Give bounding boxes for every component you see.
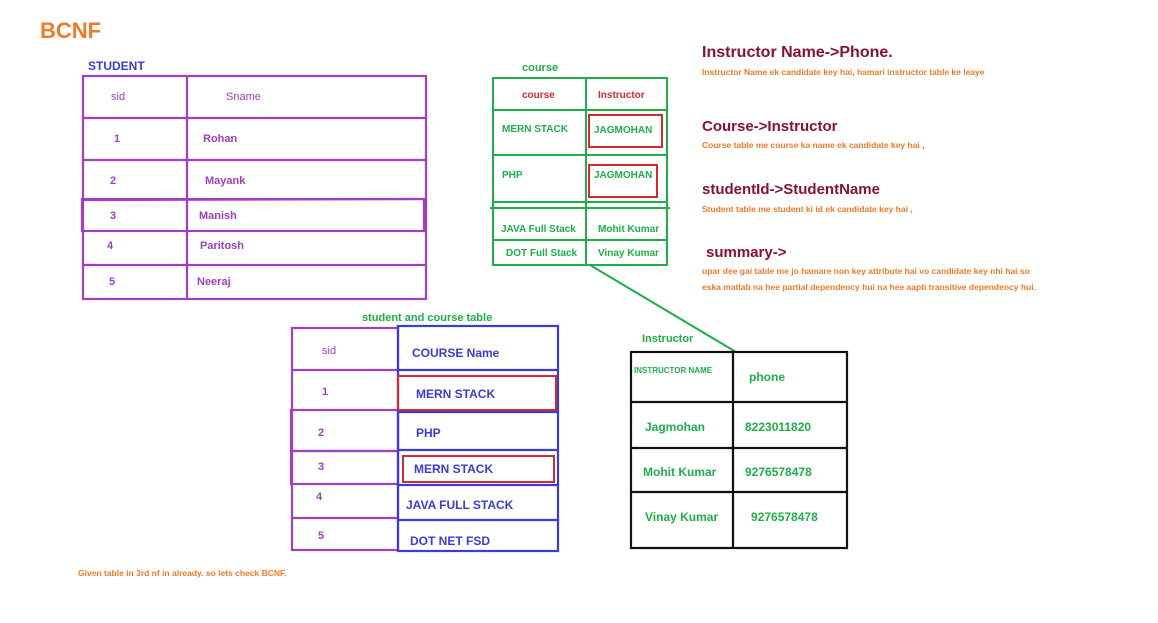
note-2-heading: Course->Instructor (702, 118, 838, 135)
course-row-2-instructor: JAGMOHAN (594, 170, 653, 181)
course-row-1-course: MERN STACK (502, 124, 568, 135)
student-course-sid-lines (289, 326, 400, 552)
sc-row-2-course: PHP (416, 426, 441, 440)
student-header-sid: sid (111, 91, 126, 103)
course-row-4-course: DOT Full Stack (506, 248, 578, 259)
note-3-text: Student table me student ki id ek candid… (702, 204, 913, 214)
instructor-row-1-name: Jagmohan (645, 420, 706, 434)
note-3-heading: studentId->StudentName (702, 181, 880, 198)
sc-row-5-course: DOT NET FSD (410, 534, 490, 548)
note-1-heading: Instructor Name->Phone. (702, 44, 893, 61)
course-row-1-instructor: JAGMOHAN (594, 125, 653, 136)
student-row-5-sid: 5 (109, 276, 116, 288)
sc-row-3-sid: 3 (318, 461, 325, 473)
sc-row-4-course: JAVA FULL STACK (406, 498, 514, 512)
student-row-4-sname: Paritosh (200, 240, 245, 252)
sc-row-1-sid: 1 (322, 386, 329, 398)
course-table-caption: course (522, 62, 559, 74)
sc-row-4-sid: 4 (316, 491, 323, 503)
page-title: BCNF (40, 18, 102, 43)
course-row-3-instructor: Mohit Kumar (598, 224, 660, 235)
course-row-4-instructor: Vinay Kumar (598, 248, 659, 259)
instructor-header-phone: phone (749, 370, 785, 384)
note-2-text: Course table me course ka name ek candid… (702, 140, 925, 150)
instructor-row-3-phone: 9276578478 (751, 510, 818, 524)
student-row-5-sname: Neeraj (197, 276, 231, 288)
student-course-header-course: COURSE Name (412, 346, 500, 360)
sc-row-2-sid: 2 (318, 427, 325, 439)
student-row-3-sname: Manish (199, 210, 237, 222)
student-row-3-sid: 3 (110, 210, 117, 222)
instructor-row-2-name: Mohit Kumar (643, 465, 717, 479)
instructor-header-name: INSTRUCTOR NAME (634, 366, 713, 375)
student-row-2-sid: 2 (110, 175, 117, 187)
student-header-sname: Sname (226, 91, 261, 103)
course-row-3-course: JAVA Full Stack (501, 224, 576, 235)
student-course-name-lines (396, 324, 560, 553)
course-table-lines (490, 77, 737, 353)
note-4-line-1: upar dee gai table me jo hamare non key … (702, 266, 1030, 276)
student-table-caption: STUDENT (88, 59, 145, 73)
instructor-row-1-phone: 8223011820 (745, 420, 812, 434)
instructor-table-caption: Instructor (642, 333, 694, 345)
student-row-1-sname: Rohan (203, 133, 238, 145)
instructor-row-2-phone: 9276578478 (745, 465, 812, 479)
student-row-2-sname: Mayank (205, 175, 246, 187)
sc-row-3-course: MERN STACK (414, 462, 494, 476)
student-table-lines (80, 74, 428, 301)
student-row-1-sid: 1 (114, 133, 121, 145)
note-4-line-2: eska matlab na hee partial dependency hu… (702, 282, 1036, 292)
student-row-4-sid: 4 (107, 240, 114, 252)
course-highlight-boxes (588, 114, 663, 198)
footer-note: Given table in 3rd nf in already. so let… (78, 568, 287, 578)
student-course-table-caption: student and course table (362, 312, 493, 324)
course-header-course: course (522, 90, 555, 101)
course-header-instructor: Instructor (598, 90, 645, 101)
instructor-table-lines (629, 350, 849, 550)
sc-row-5-sid: 5 (318, 530, 325, 542)
student-course-highlight-boxes (397, 375, 557, 483)
course-row-2-course: PHP (502, 170, 523, 181)
note-4-heading: summary-> (706, 244, 787, 261)
note-1-text: Instructor Name ek candidate key hai, ha… (702, 67, 985, 77)
sc-row-1-course: MERN STACK (416, 387, 496, 401)
instructor-row-3-name: Vinay Kumar (645, 510, 719, 524)
student-course-header-sid: sid (322, 345, 337, 357)
